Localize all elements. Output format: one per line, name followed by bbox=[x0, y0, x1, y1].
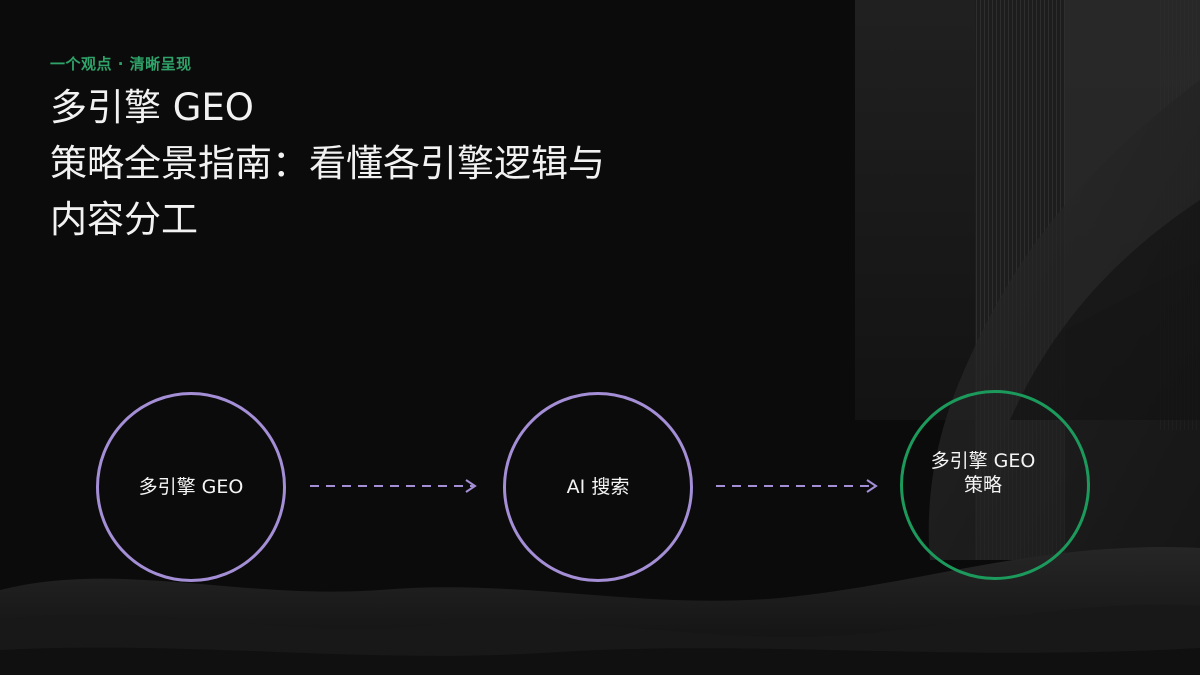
title-line-3: 内容分工 bbox=[50, 198, 198, 241]
title-line-1: 多引擎 GEO bbox=[50, 86, 254, 129]
flow-node-geo-strategy: 多引擎 GEO 策略 bbox=[900, 390, 1090, 580]
flow-arrow-1 bbox=[310, 479, 477, 493]
eyebrow-text: 一个观点 · 清晰呈现 bbox=[50, 55, 192, 73]
flow-node-multi-engine-geo: 多引擎 GEO bbox=[96, 392, 286, 582]
flow-node-label: AI 搜索 bbox=[566, 476, 630, 498]
page-title: 多引擎 GEO 策略全景指南：看懂各引擎逻辑与 内容分工 bbox=[50, 80, 810, 248]
title-line-2: 策略全景指南：看懂各引擎逻辑与 bbox=[50, 142, 605, 185]
flow-arrow-2 bbox=[716, 479, 878, 493]
flow-node-ai-search: AI 搜索 bbox=[503, 392, 693, 582]
flow-node-label: 多引擎 GEO bbox=[138, 476, 244, 498]
flow-node-label: 多引擎 GEO 策略 bbox=[930, 450, 1036, 496]
